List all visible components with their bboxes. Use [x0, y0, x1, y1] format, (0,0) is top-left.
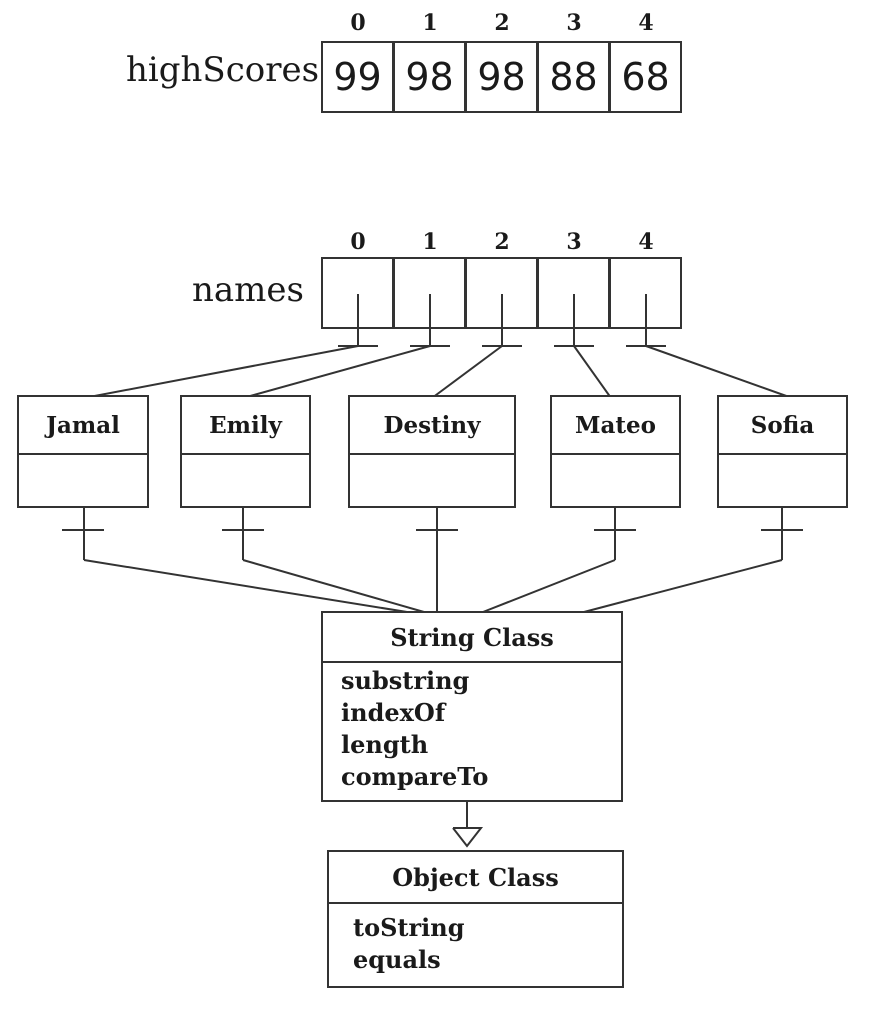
- string-object-mateo: Mateo: [550, 395, 681, 508]
- string-object-sofia: Sofia: [717, 395, 848, 508]
- high-scores-cell-4: 68: [609, 41, 682, 113]
- method-item: length: [341, 730, 429, 759]
- object-class-title: Object Class: [329, 852, 622, 904]
- names-index-4: 4: [638, 229, 654, 255]
- high-scores-cell-3: 88: [537, 41, 610, 113]
- string-object-label: Destiny: [350, 397, 514, 455]
- high-scores-value-2: 98: [477, 55, 526, 99]
- method-item: toString: [353, 913, 465, 942]
- high-scores-value-4: 68: [621, 55, 670, 99]
- method-item: indexOf: [341, 698, 446, 727]
- string-object-destiny: Destiny: [348, 395, 516, 508]
- string-object-label: Jamal: [19, 397, 147, 455]
- high-scores-value-3: 88: [549, 55, 598, 99]
- names-cell-1: [393, 257, 466, 329]
- high-scores-label: highScores: [126, 50, 320, 90]
- high-scores-index-2: 2: [494, 10, 510, 36]
- method-item: substring: [341, 666, 470, 695]
- object-class-methods: toString equals: [353, 912, 465, 976]
- names-cell-4: [609, 257, 682, 329]
- names-cell-3: [537, 257, 610, 329]
- names-index-2: 2: [494, 229, 510, 255]
- high-scores-index-1: 1: [422, 10, 438, 36]
- high-scores-value-1: 98: [405, 55, 454, 99]
- names-index-3: 3: [566, 229, 582, 255]
- string-object-jamal: Jamal: [17, 395, 149, 508]
- string-object-label: Emily: [182, 397, 309, 455]
- names-index-1: 1: [422, 229, 438, 255]
- string-object-emily: Emily: [180, 395, 311, 508]
- string-object-label: Sofia: [719, 397, 846, 455]
- high-scores-value-0: 99: [333, 55, 382, 99]
- string-class-box: String Class substring indexOf length co…: [321, 611, 623, 802]
- names-cell-2: [465, 257, 538, 329]
- method-item: compareTo: [341, 762, 489, 791]
- high-scores-index-0: 0: [350, 10, 366, 36]
- string-class-methods: substring indexOf length compareTo: [341, 665, 488, 793]
- method-item: equals: [353, 945, 441, 974]
- object-class-box: Object Class toString equals: [327, 850, 624, 988]
- string-class-title: String Class: [323, 613, 621, 663]
- high-scores-index-3: 3: [566, 10, 582, 36]
- high-scores-cell-2: 98: [465, 41, 538, 113]
- names-cell-0: [321, 257, 394, 329]
- high-scores-cell-0: 99: [321, 41, 394, 113]
- string-object-label: Mateo: [552, 397, 679, 455]
- names-reference-links: [83, 294, 793, 399]
- high-scores-index-4: 4: [638, 10, 654, 36]
- inheritance-arrow: [452, 802, 484, 848]
- names-index-0: 0: [350, 229, 366, 255]
- names-label: names: [192, 270, 304, 310]
- high-scores-cell-1: 98: [393, 41, 466, 113]
